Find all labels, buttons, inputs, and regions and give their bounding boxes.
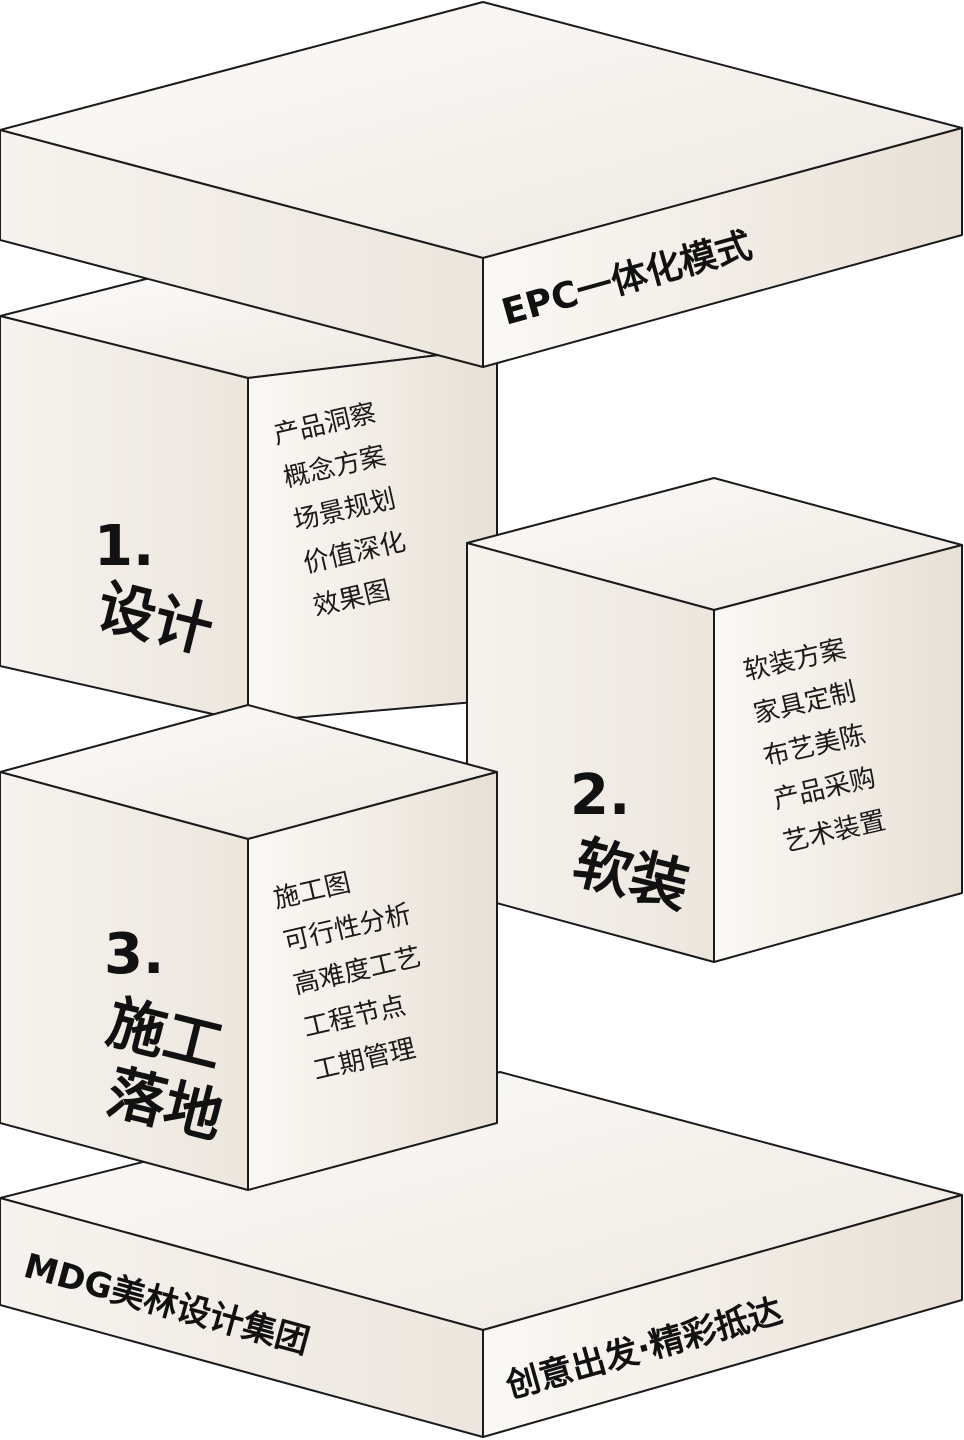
block-design: 1. 设计 产品洞察 概念方案 场景规划 价值深化 效果图: [0, 277, 498, 723]
bottom-slab-right-face: [482, 1194, 963, 1438]
block-design-number: 1.: [94, 514, 154, 579]
top-slab-right-face: [482, 127, 963, 368]
block-construction: 3. 施工 落地 施工图 可行性分析 高难度工艺 工程节点 工期管理: [0, 704, 498, 1191]
top-slab: EPC一体化模式: [0, 1, 963, 368]
block-soft-furnishing: 2. 软装 软装方案 家具定制 布艺美陈 产品采购 艺术装置: [466, 477, 963, 963]
block-construction-right-face: [247, 771, 498, 1191]
block-construction-number: 3.: [104, 922, 164, 987]
block-soft-furnishing-right-face: [713, 544, 963, 963]
block-soft-furnishing-number: 2.: [570, 763, 630, 828]
